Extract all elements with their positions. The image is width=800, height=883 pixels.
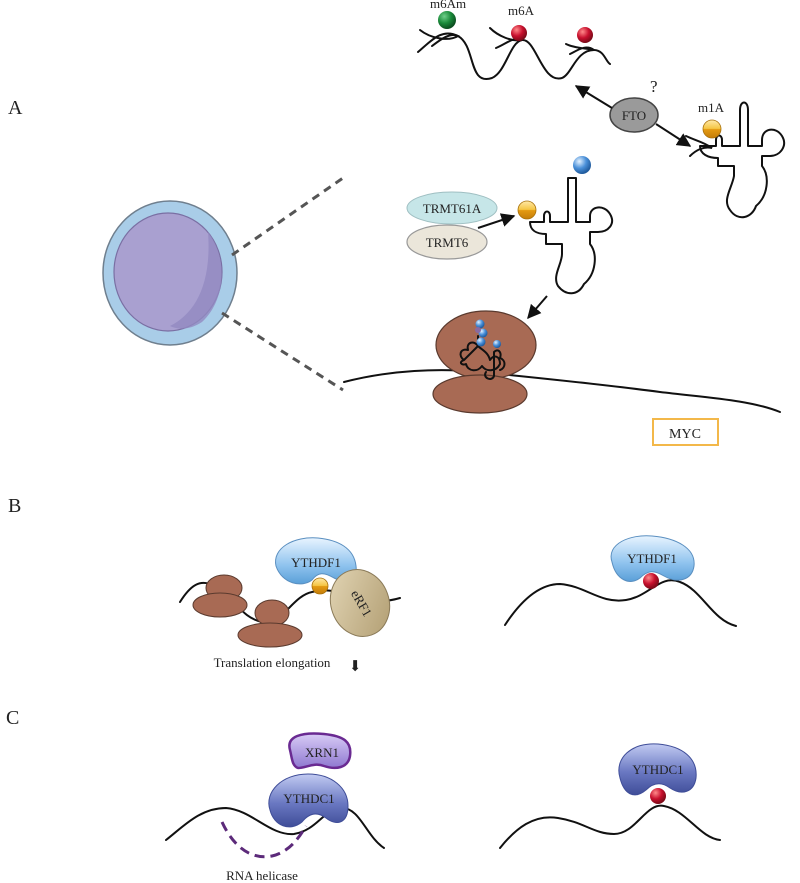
cell — [102, 200, 238, 346]
xrn1-shape — [288, 732, 352, 770]
trna-middle — [517, 156, 614, 295]
panel-a: m6Am m6A FTO ? m1A TRMT61A TRMT6 — [102, 0, 786, 446]
m1a-dot-fto — [702, 119, 722, 139]
m6am-label: m6Am — [430, 0, 466, 11]
rna-helicase-path — [220, 821, 308, 859]
ribosome-trna-2 — [484, 349, 506, 380]
trmt-complex: TRMT61A TRMT6 — [406, 191, 498, 260]
panel-letter-c: C — [6, 707, 19, 729]
ribosome-trna-1 — [459, 335, 501, 372]
ythdc1-xrn1-complex: RNA helicase YTHDC1 XRN1 — [165, 732, 385, 883]
m1a-dot-b — [311, 577, 329, 595]
myc-mrna-strand — [343, 369, 781, 413]
zoom-line-upper — [231, 176, 344, 257]
ribosome-myc — [343, 310, 781, 414]
trna-arrow-to-ribosome — [527, 295, 548, 320]
xrn1-label: XRN1 — [305, 745, 339, 760]
m1a-dot-trmt — [517, 200, 537, 220]
m1a-label: m1A — [698, 100, 725, 115]
erf1-shape — [329, 569, 391, 637]
ythdf1-left-label: YTHDF1 — [291, 555, 341, 570]
trmt6-shape — [406, 224, 488, 260]
panel-b: YTHDF1 eRF1 Translation elongation ⬇ YTH… — [179, 535, 737, 675]
myc-gene-box: MYC — [652, 418, 719, 446]
ythdf1-erf1-complex: YTHDF1 eRF1 Translation elongation ⬇ — [179, 537, 401, 675]
zoom-line-lower — [221, 311, 344, 392]
ythdc1-left-shape — [268, 773, 349, 828]
mrna-strand-c-left — [165, 806, 385, 849]
fto-label: FTO — [622, 108, 646, 123]
ribosome-small-subunit — [432, 374, 528, 414]
cell-nucleus — [113, 212, 223, 332]
trna-tip-dot — [573, 156, 591, 174]
panel-c: RNA helicase YTHDC1 XRN1 YTHDC1 — [165, 732, 721, 883]
mrna-strand-c-right — [499, 804, 721, 849]
trmt61a-label: TRMT61A — [423, 201, 482, 216]
trna-middle-outline — [529, 177, 614, 295]
myc-label: MYC — [669, 427, 701, 442]
trna-m1a-outline — [699, 101, 786, 219]
stem-loop-1 — [419, 29, 461, 47]
fto-arrow-to-mrna — [574, 85, 613, 109]
fto-question-mark: ? — [650, 77, 658, 96]
ythdf1-right-shape — [610, 535, 695, 582]
down-arrow-icon: ⬇ — [349, 659, 362, 675]
translation-elongation-label: Translation elongation — [214, 655, 331, 670]
ythdc1-m6a-complex: YTHDC1 — [499, 743, 721, 849]
trmt6-label: TRMT6 — [426, 235, 469, 250]
ythdc1-right-shape — [618, 743, 697, 796]
m6am-dot — [438, 11, 456, 29]
m6a-dot-2 — [577, 27, 593, 43]
fto-enzyme: FTO ? — [609, 77, 659, 133]
trna-m1a-stem — [685, 135, 713, 157]
ythdc1-left-label: YTHDC1 — [283, 791, 334, 806]
ythdf1-m6a-complex: YTHDF1 — [504, 535, 737, 627]
ribosome-purple-dot — [475, 327, 481, 333]
top-mrna: m6Am m6A — [417, 0, 611, 81]
m6a-label: m6A — [508, 3, 535, 18]
trmt-arrow-to-trna — [477, 213, 516, 229]
m6a-dot-1 — [511, 25, 527, 41]
ribosome-blue-dot-4 — [493, 340, 501, 348]
fto-shape — [609, 97, 659, 133]
ythdc1-right-label: YTHDC1 — [632, 762, 683, 777]
myc-box — [652, 418, 719, 446]
nucleus-shade — [170, 232, 222, 329]
panel-letter-b: B — [8, 495, 21, 517]
mrna-strand-b-right — [504, 579, 737, 627]
ribosome-b-1-small — [192, 592, 248, 618]
fto-arrow-to-trna — [655, 123, 692, 147]
m6a-dot-c — [650, 788, 666, 804]
m6a-dot-b — [643, 573, 659, 589]
rna-helicase-label: RNA helicase — [226, 868, 298, 883]
stem-loop-3 — [565, 43, 595, 55]
ythdf1-right-label: YTHDF1 — [627, 551, 677, 566]
ribosome-b-2-small — [237, 622, 303, 648]
trna-m1a: m1A — [685, 100, 786, 219]
panel-letter-a: A — [8, 97, 23, 119]
ribosome-b-2-large — [254, 599, 290, 627]
ribosome-blue-dot-1 — [475, 319, 485, 329]
ribosome-blue-dot-3 — [476, 337, 486, 347]
trmt61a-shape — [406, 191, 498, 225]
